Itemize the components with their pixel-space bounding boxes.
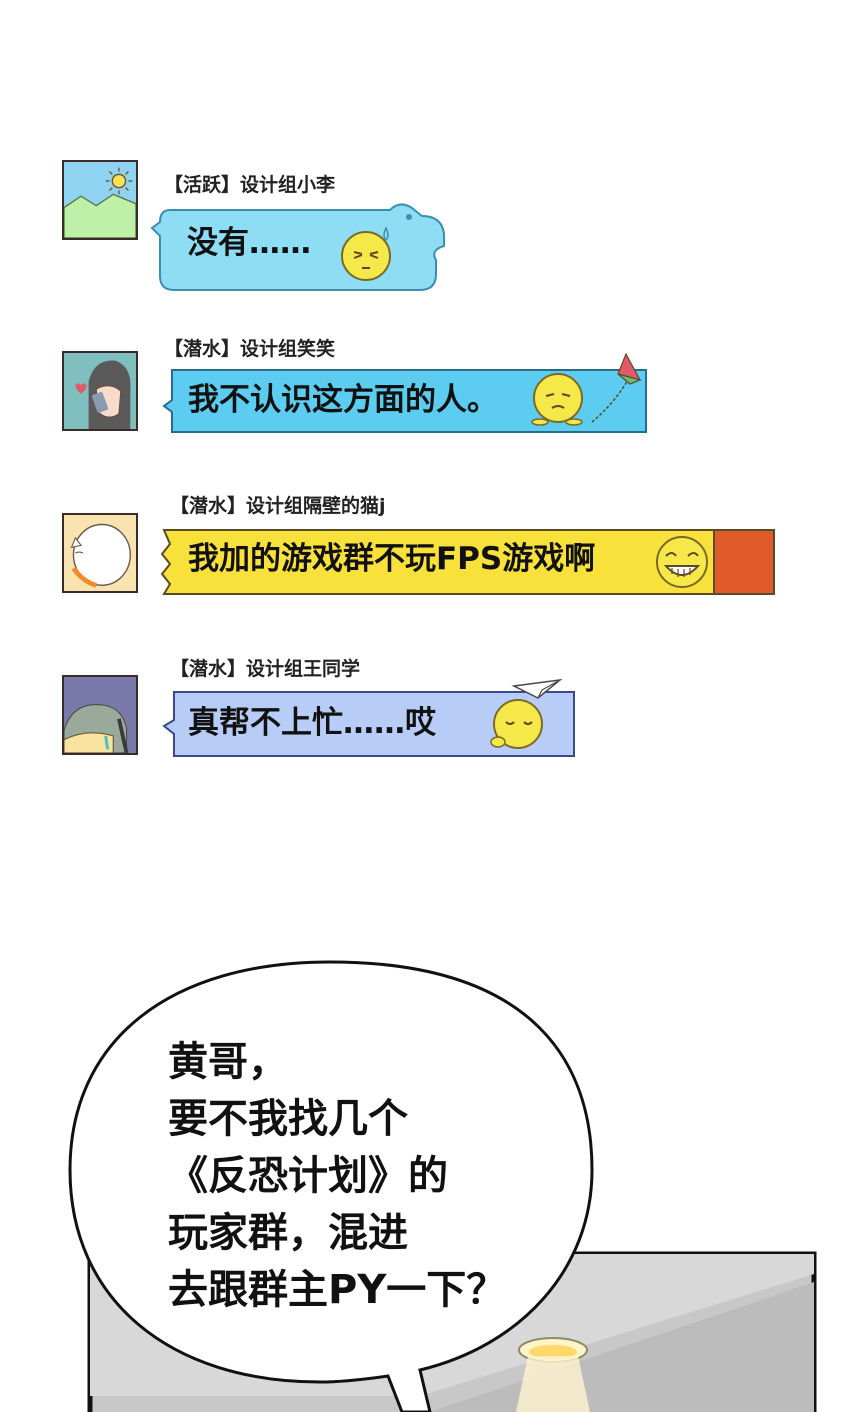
- bubble-shape: [162, 369, 647, 433]
- speech-line: 要不我找几个: [168, 1096, 408, 1142]
- annoyed-face-icon: [341, 226, 391, 281]
- sad-face-icon: [531, 352, 642, 426]
- avatar-xiaoli: [62, 160, 138, 240]
- message-bubble-gebideimao: 我加的游戏群不玩FPS游戏啊: [160, 528, 778, 598]
- bubble-shape: [160, 529, 775, 595]
- message-text: 没有……: [187, 225, 311, 261]
- message-text: 我加的游戏群不玩FPS游戏啊: [188, 541, 596, 577]
- speech-text: 黄哥， 要不我找几个 《反恐计划》的 玩家群，混进 去跟群主PY一下？: [168, 1034, 506, 1319]
- message-text: 我不认识这方面的人。: [188, 382, 498, 418]
- sleepy-face-icon: [490, 678, 563, 749]
- username-xiaoxiao: 【潜水】设计组笑笑: [164, 338, 336, 360]
- username-xiaoli: 【活跃】设计组小李: [164, 174, 336, 196]
- avatar-wangtongxue: [62, 675, 138, 755]
- avatar-gebideimao: [62, 513, 138, 593]
- username-gebideimao: 【潜水】设计组隔壁的猫j: [170, 495, 386, 517]
- grinning-face-icon: [656, 536, 708, 588]
- speech-line: 去跟群主PY一下？: [168, 1267, 507, 1313]
- speech-line: 《反恐计划》的: [168, 1153, 448, 1199]
- bubble-shape: [162, 691, 575, 757]
- message-bubble-wangtongxue: 真帮不上忙……哎: [158, 676, 578, 762]
- message-bubble-xiaoxiao: 我不认识这方面的人。: [160, 350, 650, 436]
- message-bubble-xiaoli: 没有……: [150, 198, 450, 294]
- speech-line: 黄哥，: [168, 1039, 288, 1085]
- avatar-xiaoxiao: [62, 351, 138, 431]
- message-text: 真帮不上忙……哎: [188, 705, 436, 741]
- username-wangtongxue: 【潜水】设计组王同学: [170, 658, 361, 680]
- speech-line: 玩家群，混进: [168, 1210, 408, 1256]
